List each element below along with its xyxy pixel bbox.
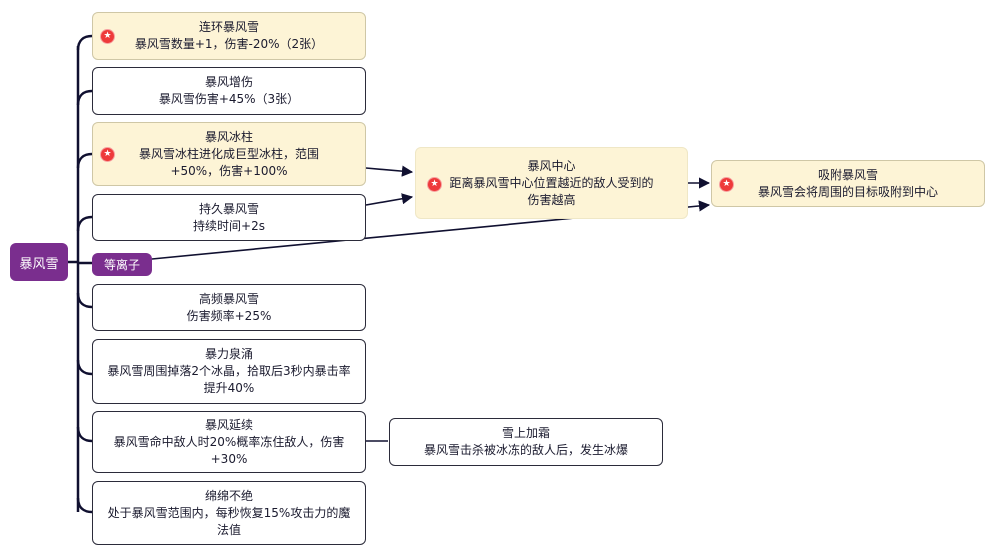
link-pillar-to-center: [365, 165, 414, 177]
skill-node-storm-extend[interactable]: 暴风延续 暴风雪命中敌人时20%概率冻住敌人，伤害 +30%: [92, 411, 366, 473]
skill-node-chain-blizzard[interactable]: ★ 连环暴风雪 暴风雪数量+1，伤害-20%（2张）: [92, 12, 366, 60]
skill-node-storm-damage[interactable]: 暴风增伤 暴风雪伤害+45%（3张）: [92, 67, 366, 115]
skill-title: 暴力泉涌: [204, 347, 253, 361]
combo-title: 吸附暴风雪: [817, 167, 878, 182]
star-badge-icon: ★: [101, 148, 114, 161]
skill-node-lasting-blizzard[interactable]: 持久暴风雪 持续时间+2s: [92, 194, 366, 241]
combo-title: 雪上加霜: [501, 426, 550, 440]
link-lasting-to-center: [365, 193, 414, 206]
skill-desc: 暴风雪周围掉落2个冰晶，拾取后3秒内暴击率 提升40%: [107, 364, 351, 395]
skill-desc: 暴风雪命中敌人时20%概率冻住敌人，伤害 +30%: [113, 434, 345, 466]
branch-tag-label: 等离子: [103, 258, 140, 272]
combo-desc: 暴风雪击杀被冰冻的敌人后，发生冰爆: [423, 443, 628, 457]
combo-node-pull-blizzard[interactable]: ★ 吸附暴风雪 暴风雪会将周围的目标吸附到中心: [711, 160, 985, 207]
skill-desc: 暴风雪冰柱进化成巨型冰柱，范围 +50%，伤害+100%: [138, 146, 319, 178]
skill-desc: 暴风雪伤害+45%（3张）: [158, 92, 300, 106]
skill-title: 暴风延续: [204, 417, 253, 432]
star-badge-icon: ★: [428, 178, 441, 191]
skill-desc: 持续时间+2s: [193, 218, 265, 233]
root-node[interactable]: 暴风雪: [10, 243, 68, 281]
skill-desc: 暴风雪数量+1，伤害-20%（2张）: [134, 37, 324, 51]
skill-node-violent-gush[interactable]: 暴力泉涌 暴风雪周围掉落2个冰晶，拾取后3秒内暴击率 提升40%: [92, 339, 366, 404]
skill-node-endless[interactable]: 绵绵不绝 处于暴风雪范围内，每秒恢复15%攻击力的魔 法值: [92, 481, 366, 545]
combo-node-frost-plus[interactable]: 雪上加霜 暴风雪击杀被冰冻的敌人后，发生冰爆: [389, 418, 663, 466]
combo-node-storm-center[interactable]: ★ 暴风中心 距离暴风雪中心位置越近的敌人受到的 伤害越高: [415, 147, 688, 219]
skill-title: 高频暴风雪: [198, 291, 259, 306]
skill-title: 连环暴风雪: [198, 20, 259, 34]
skill-node-high-freq-blizzard[interactable]: 高频暴风雪 伤害频率+25%: [92, 284, 366, 331]
combo-title: 暴风中心: [527, 158, 576, 173]
skill-title: 持久暴风雪: [198, 201, 259, 216]
skill-node-storm-pillar[interactable]: ★ 暴风冰柱 暴风雪冰柱进化成巨型冰柱，范围 +50%，伤害+100%: [92, 122, 366, 186]
combo-desc: 距离暴风雪中心位置越近的敌人受到的 伤害越高: [449, 175, 654, 207]
star-badge-icon: ★: [101, 30, 114, 43]
skill-desc: 伤害频率+25%: [186, 308, 272, 323]
skill-title: 暴风冰柱: [204, 129, 253, 144]
skill-desc: 处于暴风雪范围内，每秒恢复15%攻击力的魔 法值: [107, 505, 351, 537]
skill-title: 暴风增伤: [204, 75, 253, 89]
skill-title: 绵绵不绝: [204, 488, 253, 503]
branch-tag-plasma[interactable]: 等离子: [92, 253, 152, 276]
star-badge-icon: ★: [720, 178, 733, 191]
root-label: 暴风雪: [19, 256, 59, 272]
combo-desc: 暴风雪会将周围的目标吸附到中心: [757, 184, 938, 199]
